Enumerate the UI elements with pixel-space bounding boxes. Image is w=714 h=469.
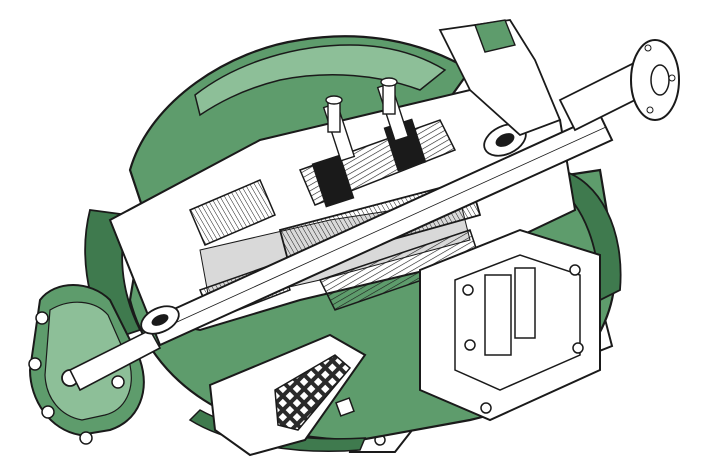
top-bolts [325, 77, 398, 133]
shaft-stub-left [68, 328, 162, 392]
grille-icon [274, 354, 352, 431]
end-bell-bolts [28, 311, 125, 445]
winding-icon [189, 179, 276, 246]
shaft-flange [558, 39, 680, 132]
shaft-icon [148, 113, 614, 347]
inlet-grille [208, 333, 367, 457]
casing-top-highlight [194, 44, 447, 117]
end-bell [28, 284, 162, 445]
bolt-icon [28, 357, 42, 371]
bolt-icon [35, 311, 49, 325]
bolt-icon [79, 431, 93, 445]
casing-right-band [553, 168, 622, 302]
bearing-assembly [140, 123, 527, 335]
bolt-icon [41, 405, 55, 419]
bolt-icon [111, 375, 125, 389]
terminal-box [419, 228, 601, 422]
drive-shaft [148, 113, 614, 347]
right-housing [438, 19, 562, 137]
right-end-housing [438, 19, 562, 137]
